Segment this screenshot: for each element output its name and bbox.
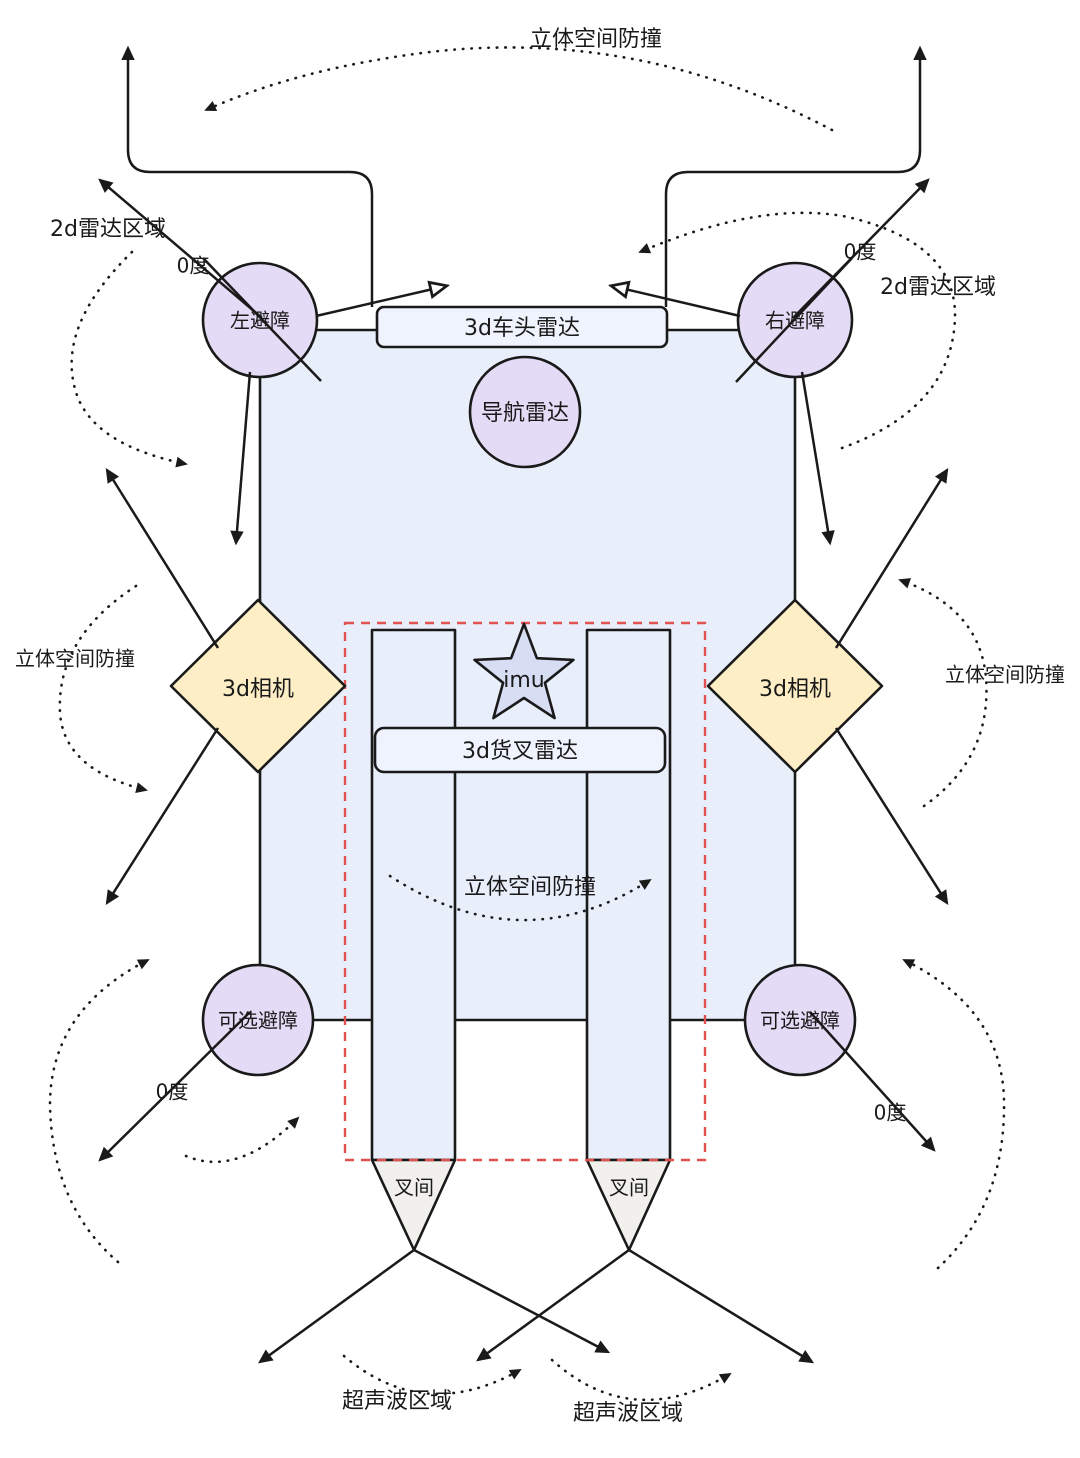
arrow-forktip-left-a <box>258 1248 415 1364</box>
arrow-right-to-front-radar <box>612 286 741 318</box>
node-label-front-radar: 3d车头雷达 <box>464 316 580 341</box>
label-collision-center: 立体空间防撞 <box>464 875 596 900</box>
label-radar2d-left: 2d雷达区域 <box>50 217 166 242</box>
arrow-camera-left-up <box>105 467 220 649</box>
node-label-imu: imu <box>503 668 545 693</box>
arrow-optional-right-out <box>809 1011 936 1152</box>
arrow-optional-left-out <box>98 1011 251 1162</box>
arrow-left-to-front-radar <box>315 286 446 318</box>
node-label-fork-radar: 3d货叉雷达 <box>462 739 578 764</box>
node-label-camera-left: 3d相机 <box>222 677 294 702</box>
arc-ultrasonic-left <box>342 1354 522 1396</box>
fork-tip-right <box>585 1158 672 1252</box>
imu-star <box>473 622 575 720</box>
arrow-camera-left-down <box>105 727 220 906</box>
label-deg0-bottom-right: 0度 <box>874 1101 907 1125</box>
label-radar2d-right: 2d雷达区域 <box>880 275 996 300</box>
fork-collision-zone-box <box>343 621 707 1162</box>
node-label-left-avoid: 左避障 <box>230 309 290 333</box>
fork-radar-box <box>373 726 667 774</box>
label-ultrasonic-right: 超声波区域 <box>573 1401 683 1426</box>
arc-collision-top <box>204 46 834 132</box>
zero-deg-line-top-left <box>202 257 322 382</box>
label-collision-left: 立体空间防撞 <box>15 647 135 671</box>
node-label-right-avoid: 右避障 <box>765 309 825 333</box>
zero-deg-line-top-right <box>735 257 853 383</box>
node-label-optional-right: 可选避障 <box>760 1009 840 1033</box>
fork-tip-left <box>370 1158 457 1252</box>
arrow-front-zone-left <box>121 45 374 307</box>
arrow-left-avoid-out <box>98 178 263 319</box>
arrow-forktip-right-a <box>476 1248 630 1362</box>
arc-collision-right <box>898 578 988 808</box>
arc-radar2d-left <box>70 250 188 468</box>
node-label-fork-gap-left: 叉间 <box>394 1176 434 1200</box>
arrow-front-zone-right <box>664 45 927 307</box>
node-label-fork-gap-right: 叉间 <box>609 1176 649 1200</box>
label-deg0-bottom-left: 0度 <box>156 1080 189 1104</box>
optional-avoid-left-circle <box>201 963 315 1077</box>
arrow-right-avoid-out <box>792 178 930 319</box>
optional-avoid-right-circle <box>743 963 857 1077</box>
arrow-forktip-right-b <box>628 1248 815 1364</box>
arrow-right-avoid-down <box>800 371 835 546</box>
arc-collision-center <box>388 874 652 922</box>
label-collision-right: 立体空间防撞 <box>945 663 1065 687</box>
arc-bottom-right-big <box>902 958 1006 1270</box>
arc-radar2d-right <box>638 211 957 450</box>
fork-left <box>370 628 457 1162</box>
arrow-left-avoid-down <box>230 371 252 546</box>
arc-bottom-left-big <box>48 958 150 1264</box>
arc-ultrasonic-right <box>550 1358 732 1402</box>
label-collision-top: 立体空间防撞 <box>530 27 662 52</box>
nav-radar-circle <box>468 355 582 469</box>
label-deg0-top-right: 0度 <box>844 240 877 264</box>
label-deg0-top-left: 0度 <box>177 254 210 278</box>
arrow-forktip-left-b <box>413 1248 611 1354</box>
front-radar-box <box>375 305 669 349</box>
node-label-nav-radar: 导航雷达 <box>481 401 569 426</box>
arrow-camera-right-down <box>834 727 949 906</box>
arc-optional-left-small <box>184 1116 300 1164</box>
label-ultrasonic-left: 超声波区域 <box>342 1389 452 1414</box>
fork-right <box>585 628 672 1162</box>
arc-collision-left <box>58 584 148 793</box>
node-label-optional-left: 可选避障 <box>218 1009 298 1033</box>
arrow-camera-right-up <box>834 467 949 649</box>
node-label-camera-right: 3d相机 <box>759 677 831 702</box>
